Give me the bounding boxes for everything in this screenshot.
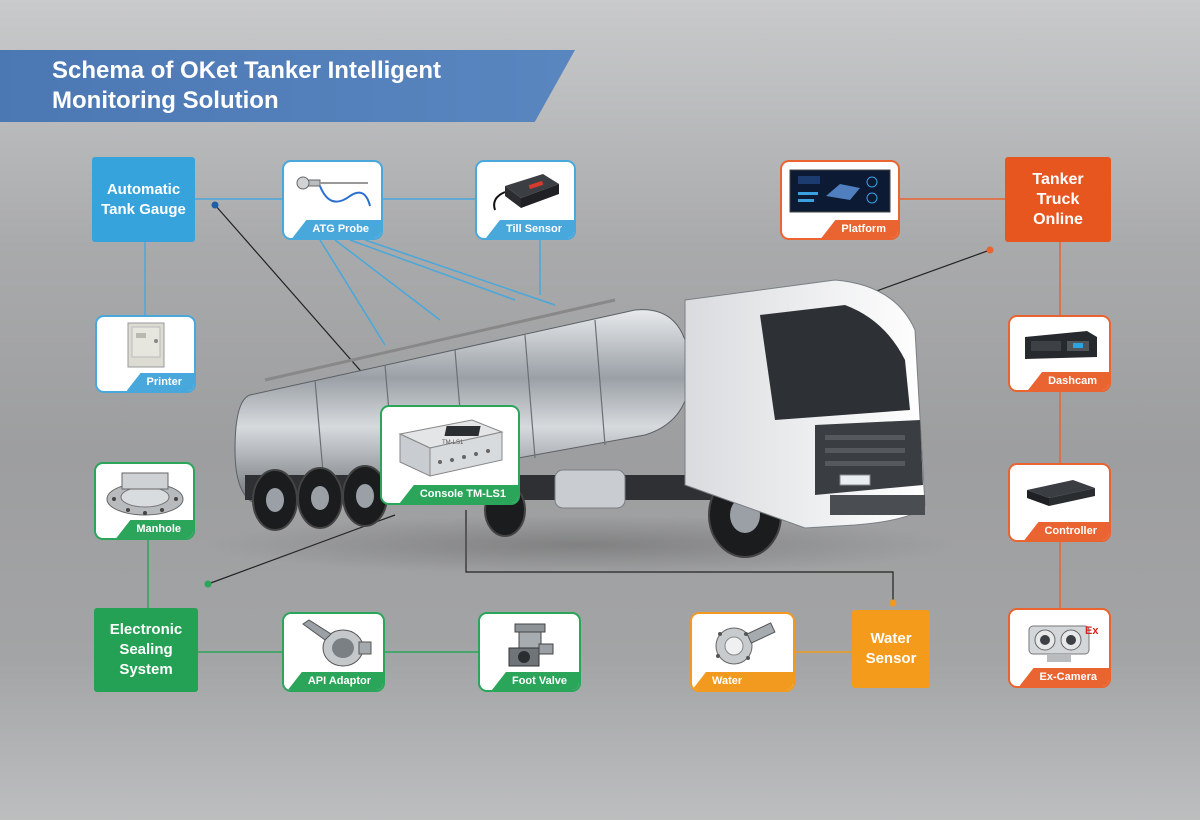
api-adaptor-label: API Adaptor <box>287 672 383 690</box>
atg-probe-card[interactable]: ATG Probe <box>282 160 383 240</box>
ex-camera-card[interactable]: Ex Ex-Camera <box>1008 608 1111 688</box>
console-label: Console TM-LS1 <box>399 485 518 503</box>
foot-valve-card[interactable]: Foot Valve <box>478 612 581 692</box>
foot-valve-image <box>480 614 579 672</box>
ex-badge: Ex <box>1085 625 1099 637</box>
printer-card[interactable]: Printer <box>95 315 196 393</box>
printer-image <box>97 317 194 373</box>
ex-camera-image: Ex <box>1010 610 1109 668</box>
electronic-sealing-system-box[interactable]: Electronic Sealing System <box>94 608 198 692</box>
manhole-card[interactable]: Manhole <box>94 462 195 540</box>
controller-card[interactable]: Controller <box>1008 463 1111 542</box>
controller-label: Controller <box>1024 522 1109 540</box>
printer-label: Printer <box>126 373 194 391</box>
title-line-2: Monitoring Solution <box>52 87 279 114</box>
manhole-label: Manhole <box>116 520 193 538</box>
dashcam-card[interactable]: Dashcam <box>1008 315 1111 392</box>
api-adaptor-image <box>284 614 383 672</box>
water-sensor-card[interactable]: Water Sensor <box>690 612 795 692</box>
tanker-truck-online-label: Tanker Truck Online <box>1032 170 1084 228</box>
platform-label: Platform <box>821 220 898 238</box>
title-banner <box>0 50 575 122</box>
foot-valve-label: Foot Valve <box>491 672 579 690</box>
automatic-tank-gauge-label: Automatic Tank Gauge <box>101 180 186 218</box>
platform-card[interactable]: Platform <box>780 160 900 240</box>
dashcam-image <box>1010 317 1109 372</box>
manhole-image <box>96 464 193 520</box>
till-sensor-label: Till Sensor <box>485 220 574 238</box>
api-adaptor-card[interactable]: API Adaptor <box>282 612 385 692</box>
console-image: TM-LS1 <box>382 407 518 485</box>
controller-image <box>1010 465 1109 522</box>
tanker-truck-online-box[interactable]: Tanker Truck Online <box>1005 157 1111 242</box>
console-card[interactable]: TM-LS1 Console TM-LS1 <box>380 405 520 505</box>
till-sensor-image <box>477 162 574 220</box>
atg-probe-image <box>284 162 381 220</box>
page-title: Schema of OKet Tanker Intelligent Monito… <box>52 56 532 116</box>
water-sensor-image <box>692 614 793 672</box>
water-sensor-system-label: Water Sensor <box>865 630 917 667</box>
electronic-sealing-system-label: Electronic Sealing System <box>109 621 183 678</box>
platform-image <box>782 162 898 220</box>
title-line-1: Schema of OKet Tanker Intelligent <box>52 57 441 84</box>
ex-camera-label: Ex-Camera <box>1019 668 1109 686</box>
tanker-truck-illustration <box>234 279 926 558</box>
console-panel-text: TM-LS1 <box>442 440 464 446</box>
dashcam-label: Dashcam <box>1028 372 1109 390</box>
till-sensor-card[interactable]: Till Sensor <box>475 160 576 240</box>
atg-probe-label: ATG Probe <box>292 220 381 238</box>
automatic-tank-gauge-box[interactable]: Automatic Tank Gauge <box>92 157 195 242</box>
water-sensor-box[interactable]: Water Sensor <box>852 610 930 688</box>
water-sensor-label: Water Sensor <box>692 672 793 690</box>
